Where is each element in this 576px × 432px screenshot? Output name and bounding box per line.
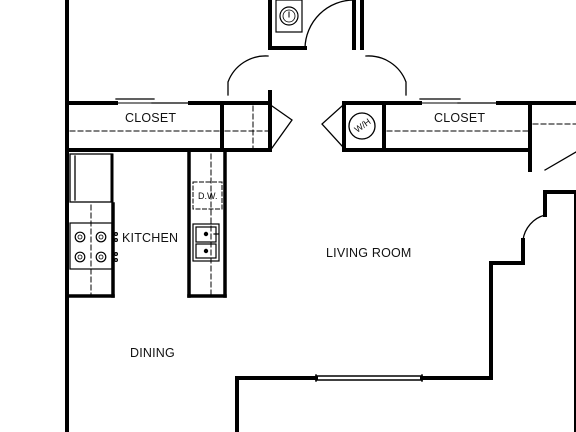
closet-left-door[interactable] <box>271 105 293 149</box>
kitchen-left-counter <box>65 202 115 298</box>
closet-left-walls <box>65 90 272 152</box>
closet-right-sliding-door[interactable] <box>419 98 499 104</box>
closet-right-walls <box>342 101 576 172</box>
dishwasher-label: D.W. <box>198 191 218 201</box>
bathroom-sink <box>275 0 303 33</box>
living-room-entry-door[interactable] <box>522 214 546 264</box>
kitchen-label: KITCHEN <box>122 231 178 245</box>
closet-far-right-door[interactable] <box>544 151 576 171</box>
exterior-walls <box>65 0 576 432</box>
closet-right-label: CLOSET <box>434 111 485 125</box>
water-heater-label: W/H <box>353 116 373 134</box>
dishwasher <box>192 181 223 210</box>
window-bottom <box>315 374 423 382</box>
refrigerator <box>69 153 114 203</box>
closet-left-label: CLOSET <box>125 111 176 125</box>
hall-doors[interactable] <box>227 55 407 96</box>
bathroom-door[interactable] <box>304 0 355 49</box>
water-heater-door[interactable] <box>321 105 343 147</box>
dining-label: DINING <box>130 346 175 360</box>
kitchen-island <box>187 150 227 298</box>
stove <box>69 222 118 270</box>
closet-left-sliding-door[interactable] <box>115 98 191 104</box>
kitchen-sink <box>192 223 220 262</box>
living-room-label: LIVING ROOM <box>326 246 412 260</box>
closet-left-small <box>224 105 269 149</box>
water-heater <box>348 112 376 140</box>
